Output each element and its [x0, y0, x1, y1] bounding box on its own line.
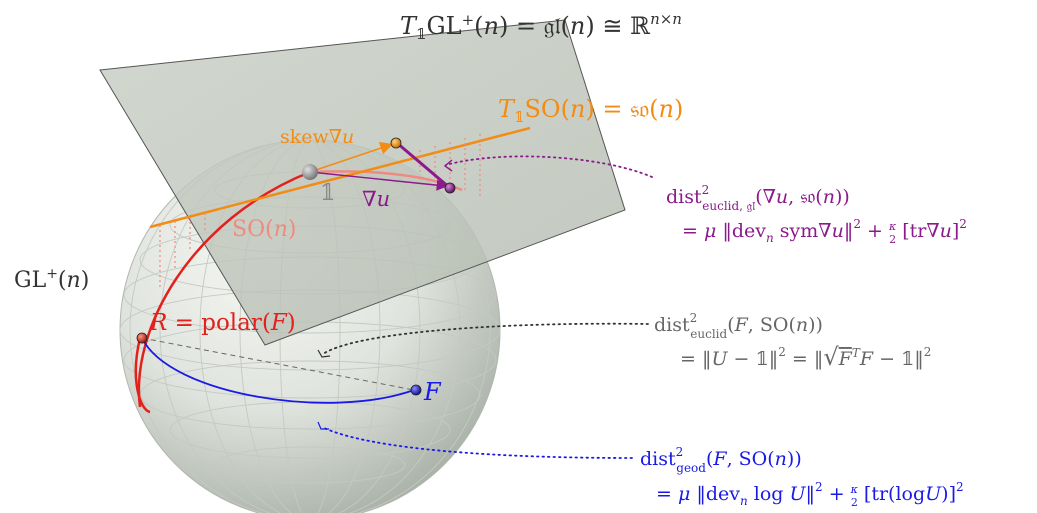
pointer-euclid-gl-head	[443, 159, 453, 172]
so-n-curve-red	[137, 170, 311, 408]
pointer-geod	[321, 426, 633, 459]
identity-point	[302, 164, 318, 180]
so-n-curve-red-outer	[134, 337, 151, 414]
label-skew-grad: skew∇u	[280, 126, 354, 148]
euclid-chord	[141, 337, 415, 391]
grad-u-arrow	[309, 171, 448, 191]
label-identity: 𝟙	[320, 181, 335, 206]
tangent-plane	[99, 19, 626, 346]
grad-u-point	[444, 182, 456, 194]
label-gl-plus: GL+(n)	[14, 266, 89, 293]
label-polar: R = polar(F)	[149, 310, 296, 336]
formula-euclid-so-line2: = ‖U − 𝟙‖2 = ‖√FTF − 𝟙‖2	[680, 343, 931, 371]
skew-grad-point	[390, 137, 402, 149]
f-point	[410, 384, 422, 396]
pointer-euclid-gl	[445, 155, 653, 178]
geodesic-curve	[141, 337, 415, 404]
pointer-geod-head	[317, 421, 329, 430]
polar-point	[136, 332, 148, 344]
distance-segment	[396, 141, 451, 190]
label-f: F	[423, 378, 442, 406]
label-tangent-so: T𝟙SO(n) = 𝔰𝔬(n)	[498, 95, 683, 126]
pointer-euclid-so-head	[317, 349, 331, 358]
pointer-euclid-so	[322, 322, 649, 355]
label-tangent-gl: T𝟙GL+(n) = 𝔤𝔩(n) ≅ ℝn×n	[400, 10, 682, 43]
tangent-so-line	[149, 126, 531, 229]
label-so-n: SO(n)	[232, 217, 296, 242]
label-grad-u: ∇u	[362, 187, 390, 211]
skew-grad-arrow	[309, 142, 394, 173]
